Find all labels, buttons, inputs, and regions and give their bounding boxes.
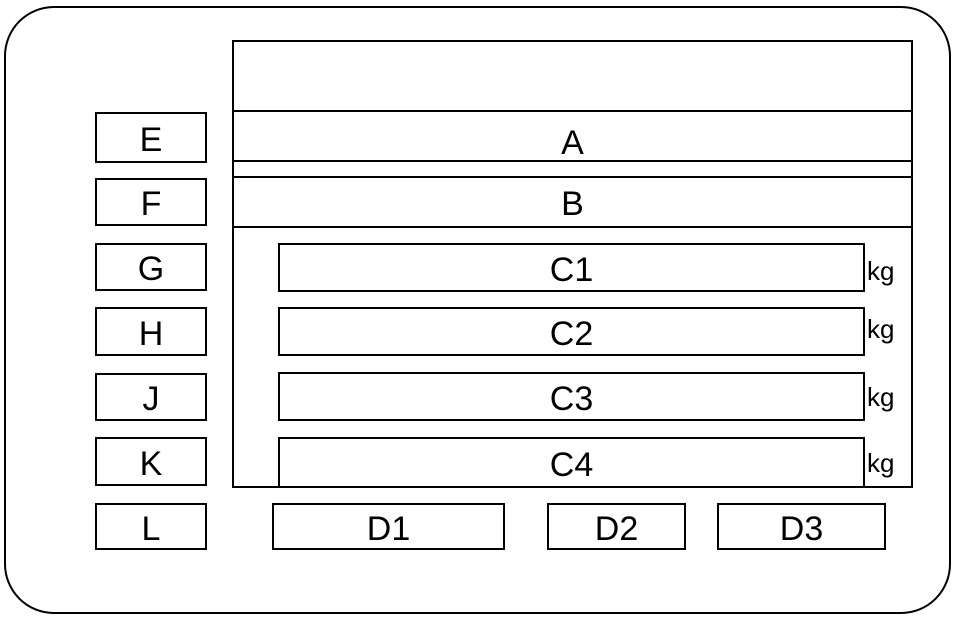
label-h: H bbox=[95, 307, 207, 356]
field-a: A bbox=[232, 110, 913, 162]
label-g: G bbox=[95, 243, 207, 291]
device-frame bbox=[4, 6, 951, 614]
field-c4: C4 bbox=[278, 437, 865, 488]
label-e: E bbox=[95, 112, 207, 163]
label-k: K bbox=[95, 437, 207, 486]
button-d3[interactable]: D3 bbox=[717, 503, 886, 550]
unit-c3: kg bbox=[867, 382, 895, 412]
unit-c1: kg bbox=[867, 256, 895, 286]
field-b: B bbox=[232, 176, 913, 228]
unit-c2: kg bbox=[867, 314, 895, 344]
button-d1[interactable]: D1 bbox=[272, 503, 505, 550]
label-l: L bbox=[95, 503, 207, 550]
button-d2[interactable]: D2 bbox=[547, 503, 686, 550]
field-c2: C2 bbox=[278, 307, 865, 356]
unit-c4: kg bbox=[867, 448, 895, 478]
field-c1: C1 bbox=[278, 243, 865, 292]
field-c3: C3 bbox=[278, 372, 865, 421]
label-f: F bbox=[95, 178, 207, 226]
label-j: J bbox=[95, 373, 207, 421]
